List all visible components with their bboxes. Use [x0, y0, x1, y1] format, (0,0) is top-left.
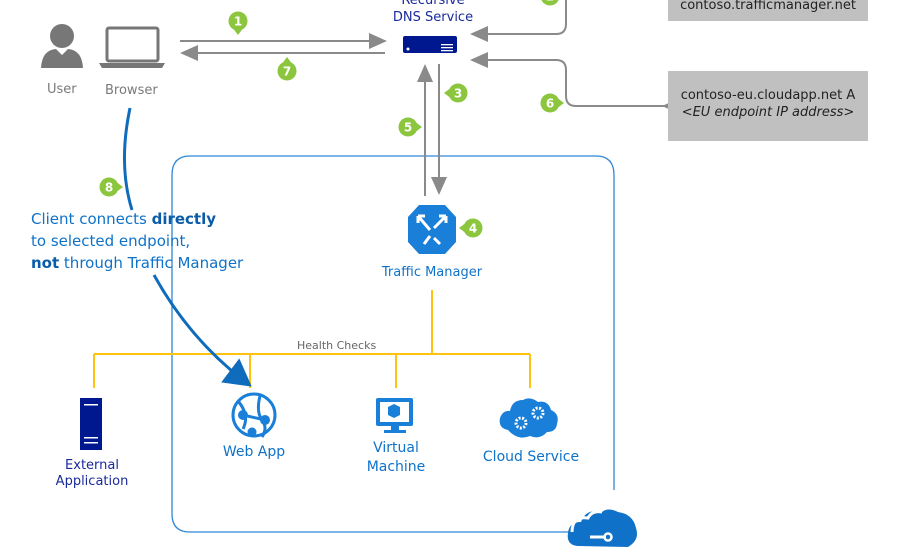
step-badge-7: 7: [277, 57, 297, 81]
step-badge-3: 3: [444, 83, 468, 103]
vm-label-line1: Virtual: [373, 440, 419, 456]
step-number: 7: [283, 65, 291, 79]
step-number: 3: [454, 87, 462, 101]
azure-boundary: [171, 155, 615, 533]
health-check-lines: [93, 290, 531, 388]
note-line3: through Traffic Manager: [59, 254, 244, 272]
step-number: 2: [546, 0, 554, 4]
external-server-icon: [80, 398, 102, 450]
step-badge-8: 8: [99, 177, 123, 197]
direct-connection-arrow-lower: [152, 274, 252, 387]
record-top-text: contoso.trafficmanager.net: [680, 0, 856, 13]
note-bold-directly: directly: [151, 210, 217, 228]
dns-label-line1: Recursive: [401, 0, 465, 8]
web-app-label: Web App: [222, 444, 286, 460]
laptop-icon: [99, 26, 165, 68]
note-line2: to selected endpoint,: [31, 232, 191, 250]
cloud-service-icon: [499, 398, 558, 438]
user-label: User: [47, 82, 77, 97]
record-eu-line1: contoso-eu.cloudapp.net A: [680, 88, 856, 103]
browser-label: Browser: [105, 83, 158, 98]
step-number: 4: [469, 222, 477, 236]
vm-label-line2: Machine: [366, 459, 426, 475]
web-app-icon: [231, 392, 277, 438]
arrow-step-2: [470, 0, 567, 42]
traffic-manager-label: Traffic Manager: [381, 265, 483, 280]
record-box-top: contoso.trafficmanager.net: [668, 0, 868, 21]
step-badge-6: 6: [540, 93, 564, 113]
step-number: 8: [105, 181, 113, 195]
step-number: 5: [404, 121, 412, 135]
step-number: 1: [234, 15, 242, 29]
external-label-line1: External: [65, 458, 119, 473]
note-text: Client connects: [31, 210, 152, 228]
step-badge-4: 4: [459, 218, 483, 238]
virtual-machine-icon: [376, 398, 413, 433]
step-badge-1: 1: [228, 11, 248, 35]
health-checks-label: Health Checks: [297, 339, 377, 352]
note-bold-not: not: [31, 254, 60, 272]
external-label-line2: Application: [55, 474, 129, 489]
step-badge-2: 2: [541, 0, 559, 6]
record-eu-line2: <EU endpoint IP address>: [681, 105, 855, 120]
traffic-manager-icon: [408, 205, 456, 254]
arrow-step-6: [470, 52, 680, 114]
step-number: 6: [546, 97, 554, 111]
azure-cloud-logo: [567, 509, 637, 547]
user-icon: [41, 24, 83, 68]
direct-connection-arrow: [122, 107, 134, 211]
cloud-service-label: Cloud Service: [482, 449, 580, 465]
dns-server-icon: [403, 36, 457, 53]
direct-connection-note: Client connects directly to selected end…: [31, 208, 243, 274]
record-box-eu: contoso-eu.cloudapp.net A <EU endpoint I…: [668, 71, 868, 141]
dns-label-line2: DNS Service: [392, 10, 474, 25]
step-badge-5: 5: [398, 117, 422, 137]
